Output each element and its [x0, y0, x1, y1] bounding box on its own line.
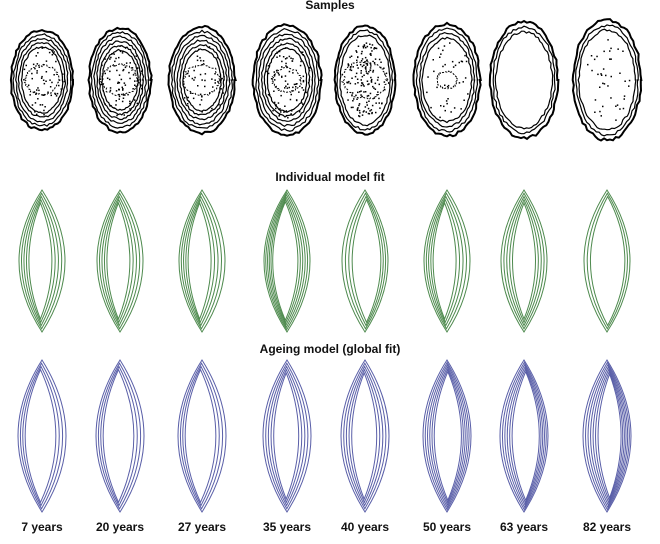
individual-row-title: Individual model fit: [275, 170, 385, 184]
ageing-model-lens: [17, 359, 67, 513]
ageing-row-title: Ageing model (global fit): [259, 342, 401, 356]
individual-model-lens: [341, 189, 389, 333]
individual-model-lens: [263, 189, 311, 333]
sample-contour: [571, 18, 643, 142]
ageing-model-lens: [340, 359, 390, 513]
individual-model-lens: [500, 189, 548, 333]
age-label: 82 years: [582, 520, 632, 534]
sample-contour: [251, 23, 323, 137]
age-label: 40 years: [340, 520, 390, 534]
individual-model-lens: [583, 189, 631, 333]
sample-contour: [167, 24, 237, 136]
sample-contour: [412, 21, 482, 138]
samples-row: [9, 18, 643, 142]
individual-model-lens: [423, 189, 471, 333]
age-label: 50 years: [422, 520, 472, 534]
ageing-model-lens: [262, 359, 312, 513]
individual-model-lens: [178, 189, 226, 333]
age-label: 63 years: [499, 520, 549, 534]
samples-row-title: Samples: [305, 0, 355, 12]
age-label: 20 years: [95, 520, 145, 534]
individual-fit-row: [18, 189, 631, 333]
sample-contour: [9, 29, 74, 132]
ageing-model-lens: [582, 359, 632, 513]
age-labels: 7 years 20 years 27 years 35 years 40 years 5…: [0, 520, 660, 538]
individual-model-lens: [96, 189, 144, 333]
age-label: 27 years: [177, 520, 227, 534]
sample-contour: [333, 24, 397, 136]
ageing-model-lens: [499, 359, 549, 513]
ageing-model-lens: [177, 359, 227, 513]
individual-model-lens: [18, 189, 66, 333]
age-label: 7 years: [21, 520, 63, 534]
age-label: 35 years: [262, 520, 312, 534]
ageing-fit-row: [17, 359, 632, 513]
ageing-model-lens: [422, 359, 472, 513]
sample-contour: [488, 19, 560, 141]
sample-contour: [87, 26, 153, 134]
ageing-model-lens: [95, 359, 145, 513]
